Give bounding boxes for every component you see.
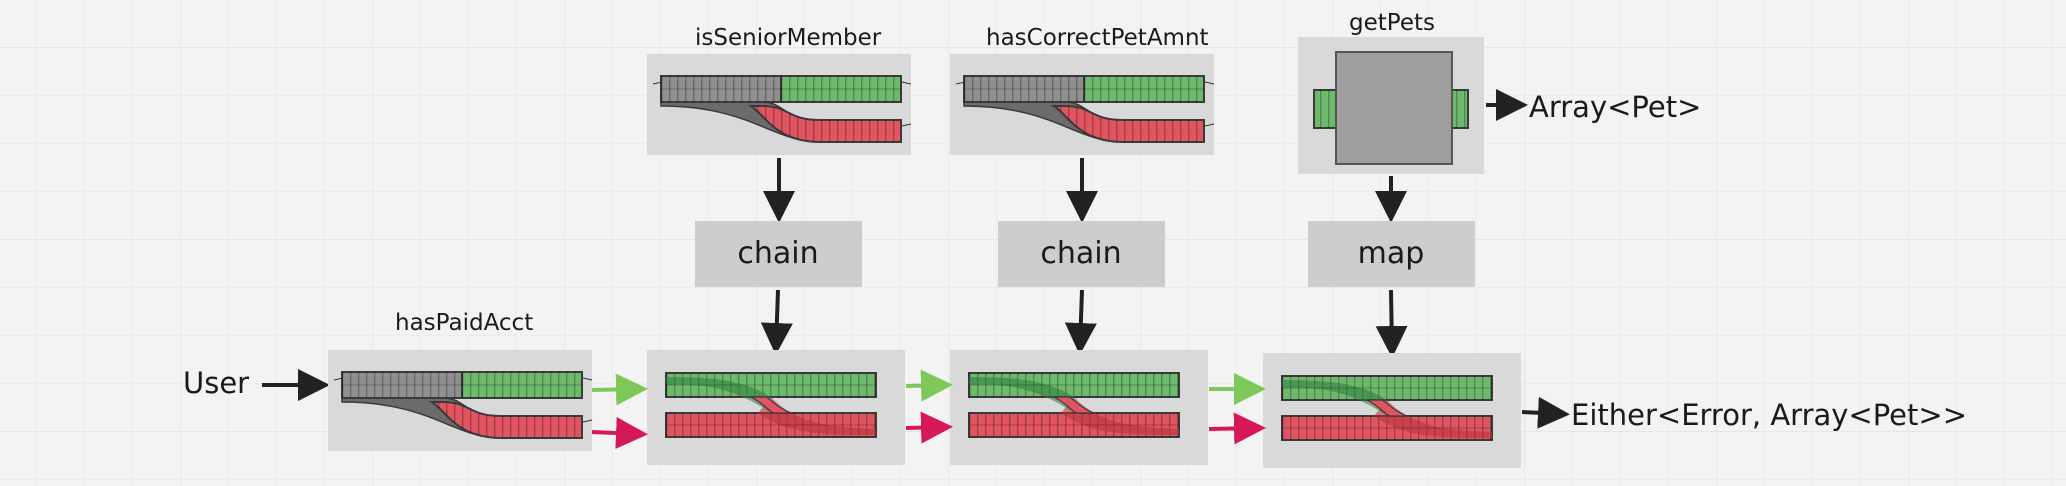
chain-operator-1 bbox=[695, 221, 862, 287]
user-label: User bbox=[183, 366, 249, 400]
map-operator-label: map bbox=[1358, 236, 1425, 271]
chain-1-down-arrow bbox=[760, 289, 793, 355]
error-arrow-1 bbox=[591, 417, 648, 449]
either-result-label: Either<Error, Array<Pet>> bbox=[1571, 398, 1967, 432]
has-correct-pet-amnt-label: hasCorrectPetAmnt bbox=[986, 25, 1209, 51]
success-arrow-2 bbox=[905, 369, 953, 402]
error-arrow-2 bbox=[905, 411, 953, 444]
final-output-arrow bbox=[1521, 396, 1570, 429]
is-senior-member-label: isSeniorMember bbox=[695, 25, 882, 51]
get-pets-function-block bbox=[1335, 51, 1453, 165]
has-paid-acct-label: hasPaidAcct bbox=[395, 310, 533, 336]
map-down-arrow bbox=[1375, 289, 1408, 358]
chain-operator-1-label: chain bbox=[737, 236, 818, 271]
get-pets-label: getPets bbox=[1349, 10, 1435, 36]
chain-2-down-arrow bbox=[1064, 289, 1097, 355]
chain-operator-2 bbox=[998, 221, 1165, 287]
error-arrow-3 bbox=[1208, 412, 1266, 445]
chain-operator-2-label: chain bbox=[1040, 236, 1121, 271]
success-arrow-1 bbox=[591, 373, 648, 406]
array-pet-label: Array<Pet> bbox=[1529, 90, 1701, 124]
map-operator bbox=[1308, 221, 1475, 287]
